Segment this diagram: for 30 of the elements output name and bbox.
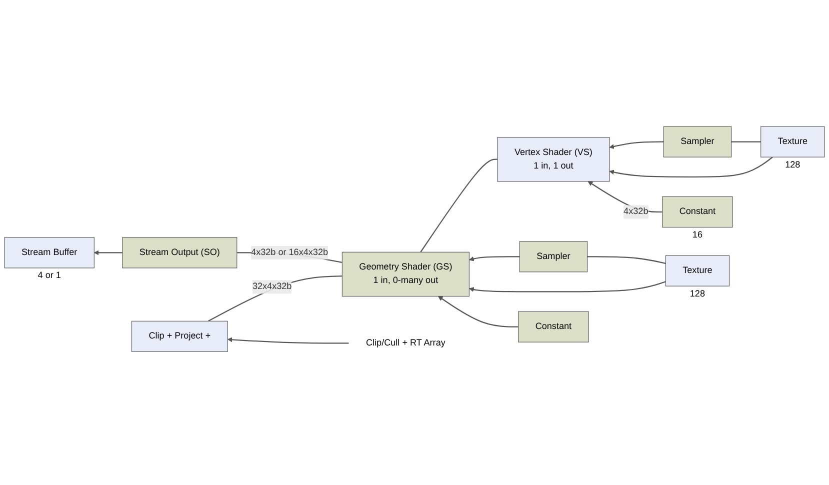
node-box: Constant: [518, 311, 589, 342]
arrow: [609, 156, 773, 178]
arrow: [609, 141, 664, 149]
count-label: 128: [785, 159, 800, 170]
node-text: Clip/Cull + RT Array: [366, 338, 446, 348]
arrow: [468, 281, 666, 292]
node-box: Geometry Shader (GS) 1 in, 0-many out: [342, 252, 470, 297]
count-label: 128: [690, 288, 705, 298]
connector: [587, 256, 666, 264]
arrow: [468, 256, 520, 262]
connector: [208, 275, 342, 322]
node-box: Clip + Project +: [131, 320, 228, 352]
arrow: [94, 250, 122, 256]
node-box: Stream Output (SO): [122, 237, 238, 268]
node-box: Sampler: [519, 241, 588, 272]
arrow: [227, 337, 350, 344]
count-label: 16: [692, 229, 702, 240]
connector: [731, 141, 761, 142]
edge-label: 4x32b or 16x4x32b: [251, 248, 328, 258]
node-box: Texture: [760, 126, 825, 158]
node-box: Texture: [665, 255, 730, 286]
edge-label: 4x32b: [624, 206, 648, 216]
connector: [420, 158, 498, 252]
node-box: Stream Buffer: [4, 237, 94, 268]
arrow: [438, 296, 518, 328]
node-box: Constant: [662, 196, 733, 228]
node-box: Sampler: [663, 126, 732, 158]
node-box: Vertex Shader (VS) 1 in, 1 out: [497, 136, 610, 182]
edge-label: 32x4x32b: [252, 282, 292, 292]
count-label: 4 or 1: [38, 270, 61, 280]
